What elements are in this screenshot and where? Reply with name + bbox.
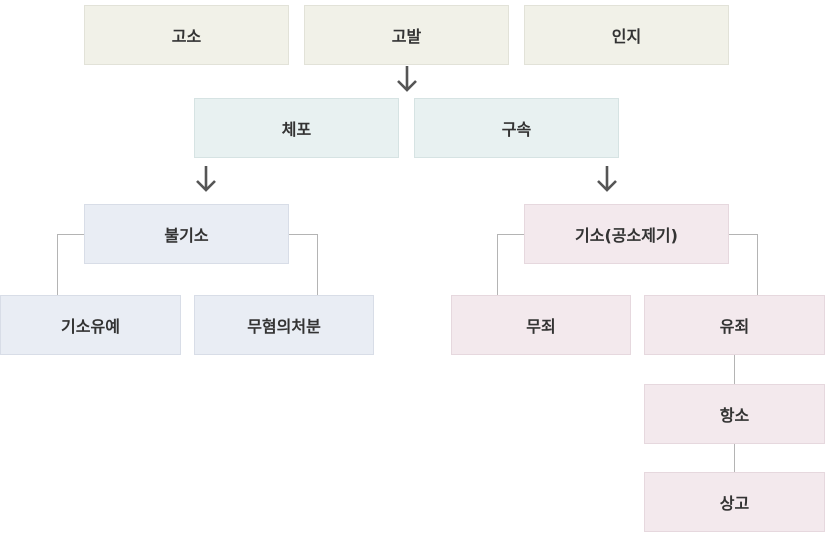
connector-line (497, 234, 524, 235)
node-guilty: 유죄 (644, 295, 825, 355)
node-no-suspicion: 무혐의처분 (194, 295, 374, 355)
node-detention: 구속 (414, 98, 619, 158)
connector-line (57, 234, 84, 235)
node-accusation: 고발 (304, 5, 509, 65)
arrow-down-icon (595, 164, 619, 194)
connector-line (757, 234, 758, 295)
node-deferred-indictment: 기소유예 (0, 295, 181, 355)
node-no-indictment: 불기소 (84, 204, 289, 264)
arrow-down-icon (194, 164, 218, 194)
node-complaint: 고소 (84, 5, 289, 65)
node-final-appeal: 상고 (644, 472, 825, 532)
node-not-guilty: 무죄 (451, 295, 631, 355)
connector-line (497, 234, 498, 295)
connector-line (729, 234, 757, 235)
connector-line (317, 234, 318, 295)
node-appeal: 항소 (644, 384, 825, 444)
arrow-down-icon (395, 64, 419, 94)
node-arrest: 체포 (194, 98, 399, 158)
node-indictment: 기소(공소제기) (524, 204, 729, 264)
connector-line (734, 444, 735, 472)
connector-line (734, 355, 735, 384)
node-cognizance: 인지 (524, 5, 729, 65)
connector-line (289, 234, 317, 235)
connector-line (57, 234, 58, 295)
